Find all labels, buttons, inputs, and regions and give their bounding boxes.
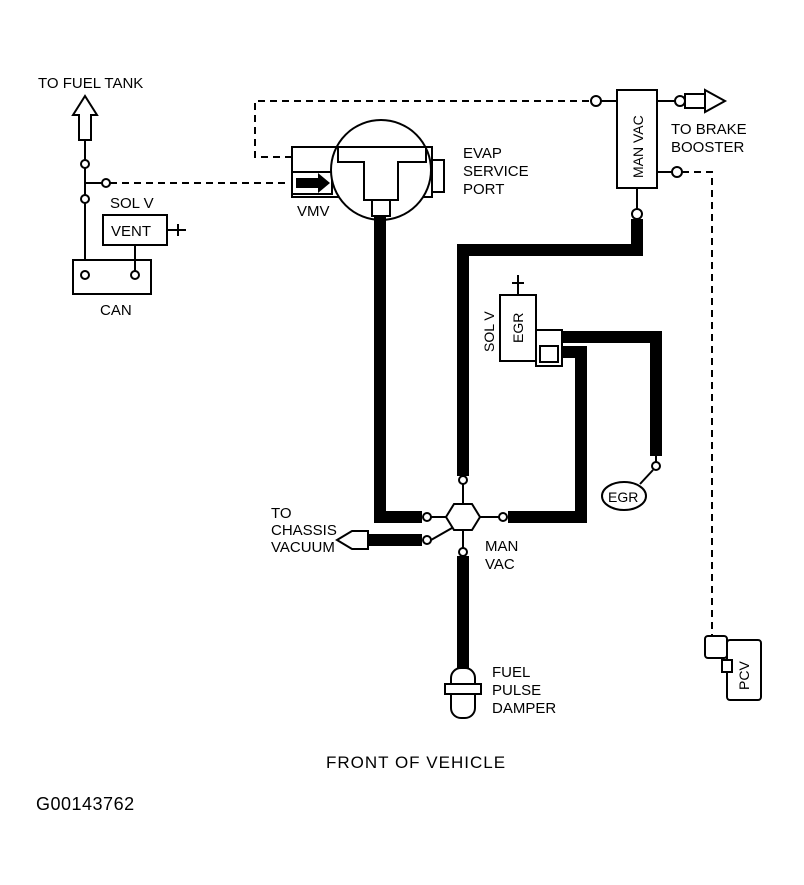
- manifold-vacuum-tee: [422, 475, 508, 557]
- manifold-vacuum-block: [600, 88, 728, 220]
- man-vac-label-2: VAC: [485, 556, 515, 573]
- pcv-label: PCV: [736, 661, 752, 690]
- figure-id: G00143762: [36, 794, 135, 814]
- fuel-label-2: PULSE: [492, 682, 541, 699]
- fuel-tank-connection: [71, 94, 111, 268]
- to-brake-label-1: TO BRAKE: [671, 121, 747, 138]
- man-vac-block-label: MAN VAC: [630, 115, 646, 178]
- fuel-label-1: FUEL: [492, 664, 530, 681]
- egr-valve-label: EGR: [608, 489, 638, 505]
- vent-label: VENT: [111, 223, 151, 240]
- to-chassis-label-2: CHASSIS: [271, 522, 337, 539]
- vmv-valve: [291, 119, 445, 221]
- to-fuel-tank-label: TO FUEL TANK: [38, 75, 143, 92]
- sol-v-egr-label: SOL V: [481, 311, 497, 352]
- pcv-dashed-line: [682, 171, 713, 645]
- purge-dashed-line: [254, 100, 591, 158]
- to-chassis-label-3: VACUUM: [271, 539, 335, 556]
- egr-sol-to-manifold-hose: [508, 346, 587, 523]
- fuel-pulse-damper: [444, 667, 482, 719]
- vent-solenoid: [102, 214, 186, 246]
- egr-solenoid: [499, 275, 563, 367]
- evap-label-1: EVAP: [463, 145, 502, 162]
- evap-label-3: PORT: [463, 181, 504, 198]
- vmv-to-manifold-hose: [374, 216, 422, 523]
- pcv-valve: [704, 635, 762, 701]
- egr-solenoid-label: EGR: [510, 313, 526, 343]
- vmv-label: VMV: [297, 203, 330, 220]
- canister: [72, 245, 152, 295]
- man-vac-label-1: MAN: [485, 538, 518, 555]
- evap-label-2: SERVICE: [463, 163, 529, 180]
- can-label: CAN: [100, 302, 132, 319]
- diagram-caption: FRONT OF VEHICLE: [326, 753, 506, 772]
- egr-valve: [601, 456, 661, 511]
- egr-sol-to-egr-hose: [561, 331, 662, 456]
- manvac-to-manifold-hose: [457, 219, 643, 476]
- to-chassis-label-1: TO: [271, 505, 292, 522]
- fuel-label-3: DAMPER: [492, 700, 556, 717]
- chassis-vacuum-arrow: [335, 530, 369, 550]
- to-brake-label-2: BOOSTER: [671, 139, 745, 156]
- sol-v-vent-label: SOL V: [110, 195, 154, 212]
